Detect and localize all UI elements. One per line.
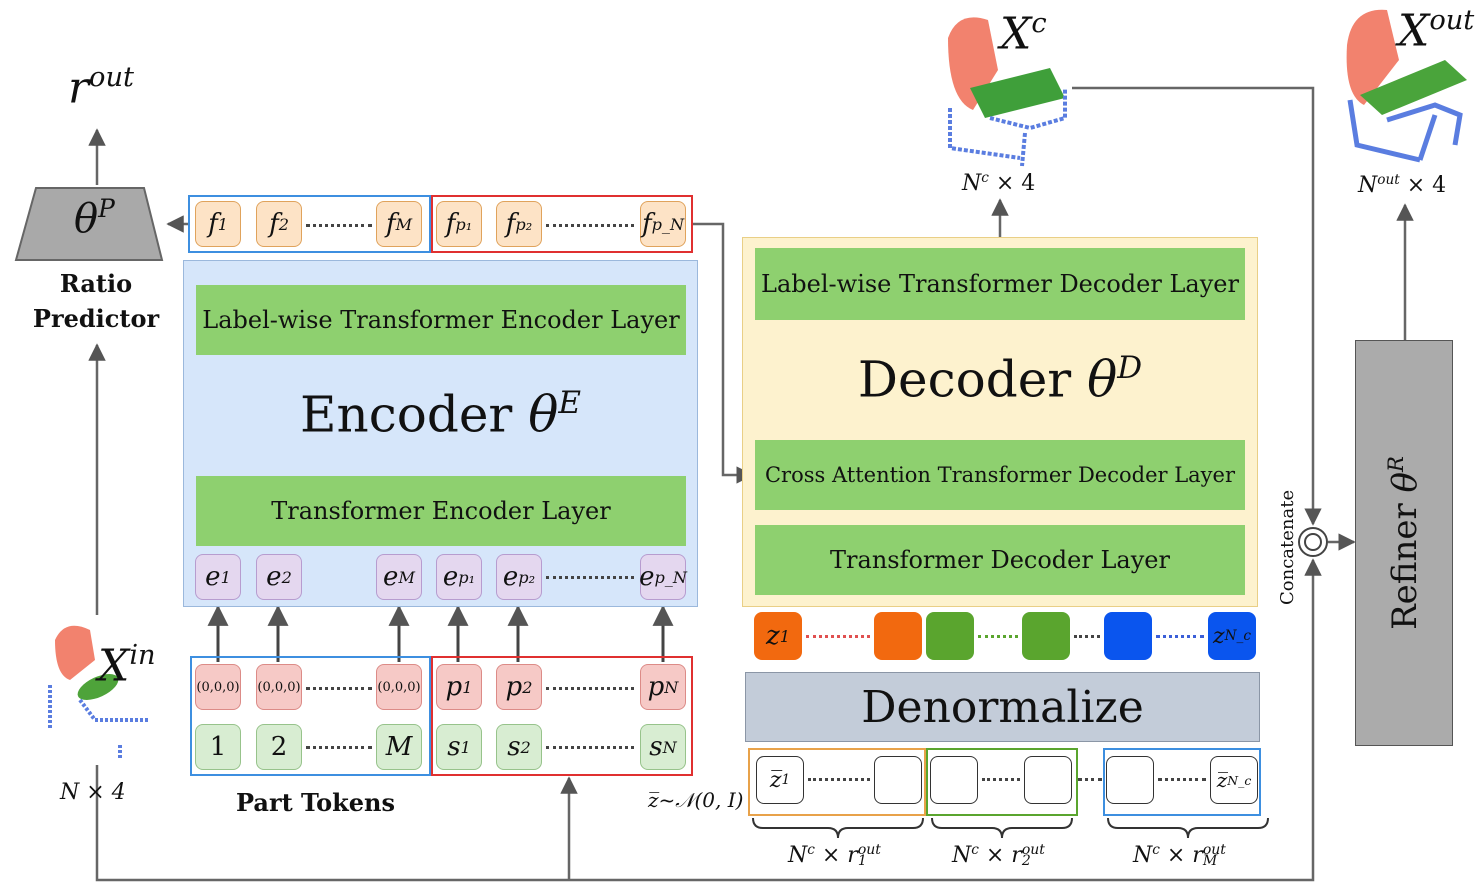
x-in-dimension: N × 4 <box>60 780 126 805</box>
refiner-title: Refiner θR <box>1383 456 1425 630</box>
label-token-2: 2 <box>256 724 302 770</box>
position-dots-1 <box>306 687 372 690</box>
cross-attention-decoder-layer: Cross Attention Transformer Decoder Laye… <box>755 440 1245 510</box>
latent-token-green-2 <box>1022 612 1070 660</box>
part-tokens-label: Part Tokens <box>236 788 396 817</box>
ratio-predictor-symbol: θP <box>74 194 115 242</box>
noise-dots-4 <box>1158 778 1206 781</box>
x-in-label: Xin <box>98 640 156 692</box>
label-wise-encoder-layer: Label-wise Transformer Encoder Layer <box>196 285 686 355</box>
noise-token-2 <box>874 756 922 804</box>
noise-token-z1: z̅1 <box>756 756 804 804</box>
label-dots-2 <box>546 746 634 749</box>
noise-token-3 <box>930 756 978 804</box>
x-c-label: Xc <box>1000 8 1047 60</box>
transformer-encoder-layer: Transformer Encoder Layer <box>196 476 686 546</box>
noise-group-box-1 <box>748 748 926 816</box>
input-chair-point-cloud-icon <box>48 625 150 760</box>
part-feature-group-box <box>431 195 693 253</box>
noise-token-zn: z̅N_c <box>1210 756 1258 804</box>
x-out-dimension: Nout × 4 <box>1358 172 1447 199</box>
position-token-m: (0,0,0) <box>376 664 422 710</box>
latent-dots-green <box>978 635 1018 638</box>
encoder-title: Encoder θE <box>300 385 581 444</box>
latent-dots-between <box>1074 635 1100 638</box>
refined-chair-point-cloud-icon <box>1346 9 1467 163</box>
label-token-m: M <box>376 724 422 770</box>
latent-token-blue <box>1104 612 1152 660</box>
embedding-dots <box>546 576 634 579</box>
denormalize-block: Denormalize <box>745 672 1260 742</box>
noise-dots-2 <box>982 778 1020 781</box>
decoder-title: Decoder θD <box>857 350 1143 409</box>
transformer-decoder-layer: Transformer Decoder Layer <box>755 525 1245 595</box>
label-feature-group-box <box>188 195 431 253</box>
x-c-dimension: Nc × 4 <box>962 170 1036 197</box>
feature-dots-1 <box>306 224 372 227</box>
position-token-2: (0,0,0) <box>256 664 302 710</box>
latent-token-orange <box>874 612 922 660</box>
noise-distribution-label: z̅~𝒩(0, I) <box>648 788 744 812</box>
ratio-predictor-label: Ratio Predictor <box>32 269 160 333</box>
label-token-1: 1 <box>195 724 241 770</box>
label-wise-decoder-layer: Label-wise Transformer Decoder Layer <box>755 248 1245 320</box>
noise-group-box-2 <box>926 748 1078 816</box>
position-token-1: (0,0,0) <box>195 664 241 710</box>
noise-token-5 <box>1106 756 1154 804</box>
coarse-chair-point-cloud-icon <box>948 17 1067 167</box>
label-token-group-box <box>190 656 431 776</box>
position-dots-2 <box>546 687 634 690</box>
r-out-label: rout <box>68 62 134 114</box>
concatenate-label: Concatenate <box>1277 489 1298 605</box>
latent-token-green-1 <box>926 612 974 660</box>
part-token-group-box <box>431 656 693 776</box>
noise-dots-3 <box>1078 778 1102 781</box>
x-out-label: Xout <box>1398 5 1475 57</box>
refiner-block <box>1355 340 1453 746</box>
noise-group-box-3 <box>1103 748 1261 816</box>
latent-dots-orange <box>806 635 870 638</box>
noise-dots-1 <box>808 778 870 781</box>
label-dots-1 <box>306 746 372 749</box>
noise-token-4 <box>1024 756 1072 804</box>
latent-dots-blue <box>1156 635 1204 638</box>
feature-dots-2 <box>546 224 634 227</box>
ratio-predictor-shape <box>14 187 164 261</box>
